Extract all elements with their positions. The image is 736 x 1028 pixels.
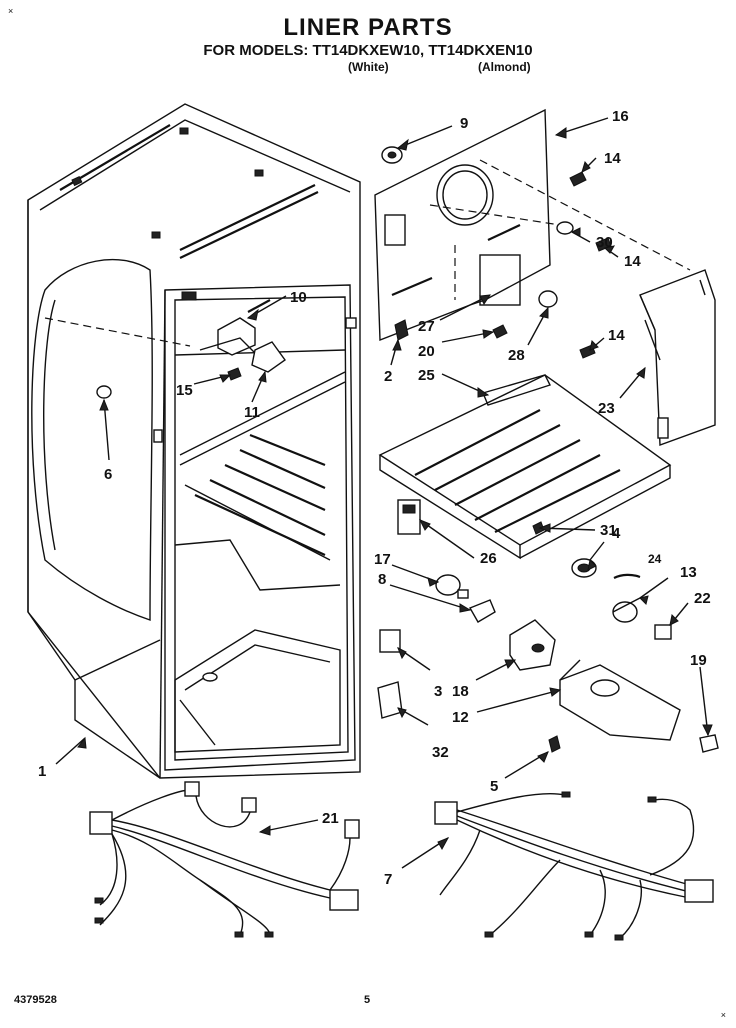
housing-18 xyxy=(509,619,556,671)
callout-16: 16 xyxy=(612,108,629,125)
variant-almond-label: (Almond) xyxy=(478,60,531,74)
wire-harness-7 xyxy=(434,791,714,941)
leader-lines xyxy=(55,117,713,869)
wire-harness-21 xyxy=(89,781,360,938)
callout-18: 18 xyxy=(452,683,469,700)
screw-20 xyxy=(492,324,508,339)
thermostat-13 xyxy=(612,597,641,623)
page-number: 5 xyxy=(364,994,371,1006)
callout-24: 24 xyxy=(648,552,662,566)
callout-13: 13 xyxy=(680,564,697,581)
callout-9: 9 xyxy=(460,115,468,132)
light-bulb-17 xyxy=(435,574,469,599)
callout-15: 15 xyxy=(176,382,193,399)
clip-19 xyxy=(699,734,719,753)
callout-7: 7 xyxy=(384,871,392,888)
callout-26: 26 xyxy=(480,550,497,567)
callout-12: 12 xyxy=(452,709,469,726)
screw-14-mid xyxy=(595,237,612,252)
refrigerator-liner xyxy=(27,103,361,779)
callout-14-top: 14 xyxy=(604,150,621,167)
fan-knob-9 xyxy=(381,146,403,164)
spring-24 xyxy=(613,573,641,580)
knob-28 xyxy=(538,290,558,308)
callout-27: 27 xyxy=(418,318,435,335)
callout-14-mid: 14 xyxy=(624,253,641,270)
corner-mark-bottom-right: × xyxy=(720,1010,726,1020)
callout-1: 1 xyxy=(38,763,46,780)
freezer-shelf xyxy=(378,374,672,560)
callout-32: 32 xyxy=(432,744,449,761)
clip-2 xyxy=(394,319,409,341)
callout-10: 10 xyxy=(290,289,307,306)
callout-25: 25 xyxy=(418,367,435,384)
connector-22 xyxy=(654,624,672,640)
callout-5: 5 xyxy=(490,778,498,795)
screw-5 xyxy=(548,735,561,753)
callout-11: 11 xyxy=(244,404,260,421)
callout-28: 28 xyxy=(508,347,525,364)
document-number: 4379528 xyxy=(14,994,57,1006)
callout-14-low: 14 xyxy=(608,327,625,344)
callout-4: 4 xyxy=(612,525,621,542)
switch-32 xyxy=(377,681,403,719)
callout-30: 30 xyxy=(596,234,613,251)
callout-31: 31 xyxy=(600,522,617,539)
page-title: LINER PARTS xyxy=(283,14,453,41)
callout-23: 23 xyxy=(598,400,615,417)
callout-labels: 9 16 14 30 14 10 27 20 28 14 2 25 15 11 … xyxy=(38,108,711,888)
callout-3: 3 xyxy=(434,683,442,700)
callout-2: 2 xyxy=(384,368,392,385)
air-duct-panel xyxy=(374,108,691,342)
control-housing-12 xyxy=(559,659,681,741)
model-numbers: FOR MODELS: TT14DKXEW10, TT14DKXEN10 xyxy=(203,42,533,59)
callout-22: 22 xyxy=(694,590,711,607)
fan-motor-assembly xyxy=(96,299,286,399)
switch-26 xyxy=(397,499,421,535)
callout-21: 21 xyxy=(322,810,339,827)
socket-8 xyxy=(468,599,496,623)
washer-30 xyxy=(556,221,574,235)
variant-white-label: (White) xyxy=(348,60,389,74)
evaporator-cover xyxy=(639,269,716,446)
callout-17: 17 xyxy=(374,551,391,568)
callout-20: 20 xyxy=(418,343,435,360)
callout-19: 19 xyxy=(690,652,707,669)
callout-6: 6 xyxy=(104,466,112,483)
clip-3 xyxy=(379,629,401,653)
screw-14-top xyxy=(569,171,587,187)
callout-8: 8 xyxy=(378,571,386,588)
corner-mark-top-left: × xyxy=(8,6,14,16)
